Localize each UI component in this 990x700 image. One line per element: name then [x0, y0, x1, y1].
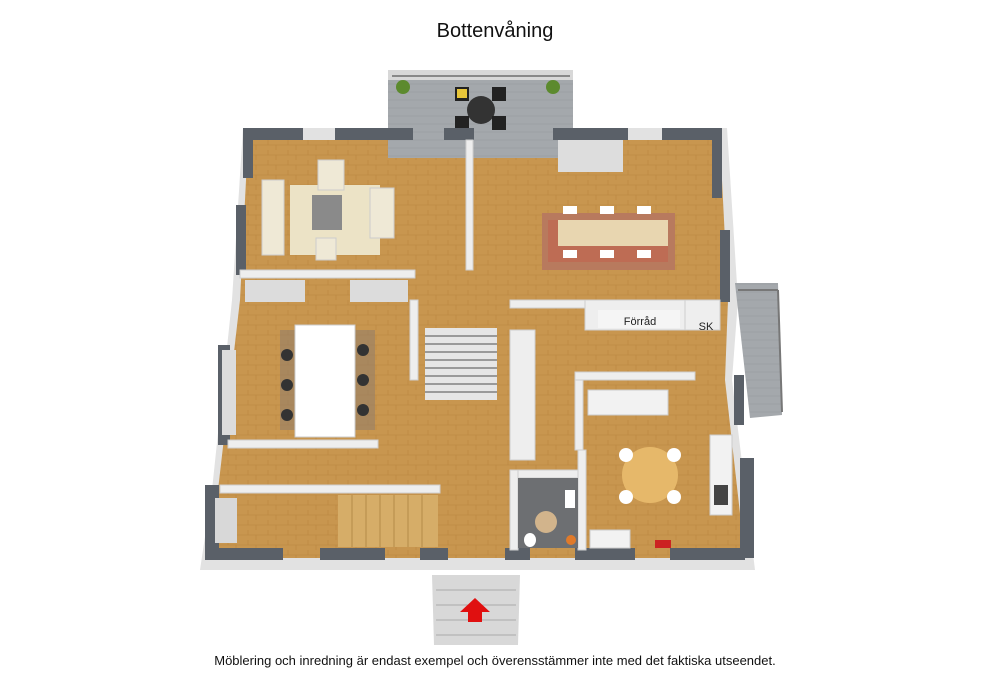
entry-steps — [432, 575, 520, 645]
storage-label: Förråd — [624, 316, 656, 328]
disclaimer-text: Möblering och inredning är endast exempe… — [214, 653, 776, 668]
plant-icon — [396, 80, 410, 94]
top-terrace — [388, 70, 573, 158]
living-room — [261, 159, 395, 261]
storage-room — [598, 310, 680, 328]
entry-arrow-icon — [460, 598, 490, 622]
dining-room — [542, 140, 675, 270]
floor-title: Bottenvåning — [436, 20, 554, 42]
closet-label: SK — [699, 321, 714, 333]
right-balcony — [735, 283, 783, 418]
terrace-table — [455, 87, 506, 130]
entry-hall-left — [215, 498, 237, 543]
kitchen — [587, 389, 733, 549]
plant-icon — [546, 80, 560, 94]
office-room — [222, 280, 408, 438]
bathroom — [518, 478, 578, 548]
stairs — [338, 328, 497, 547]
